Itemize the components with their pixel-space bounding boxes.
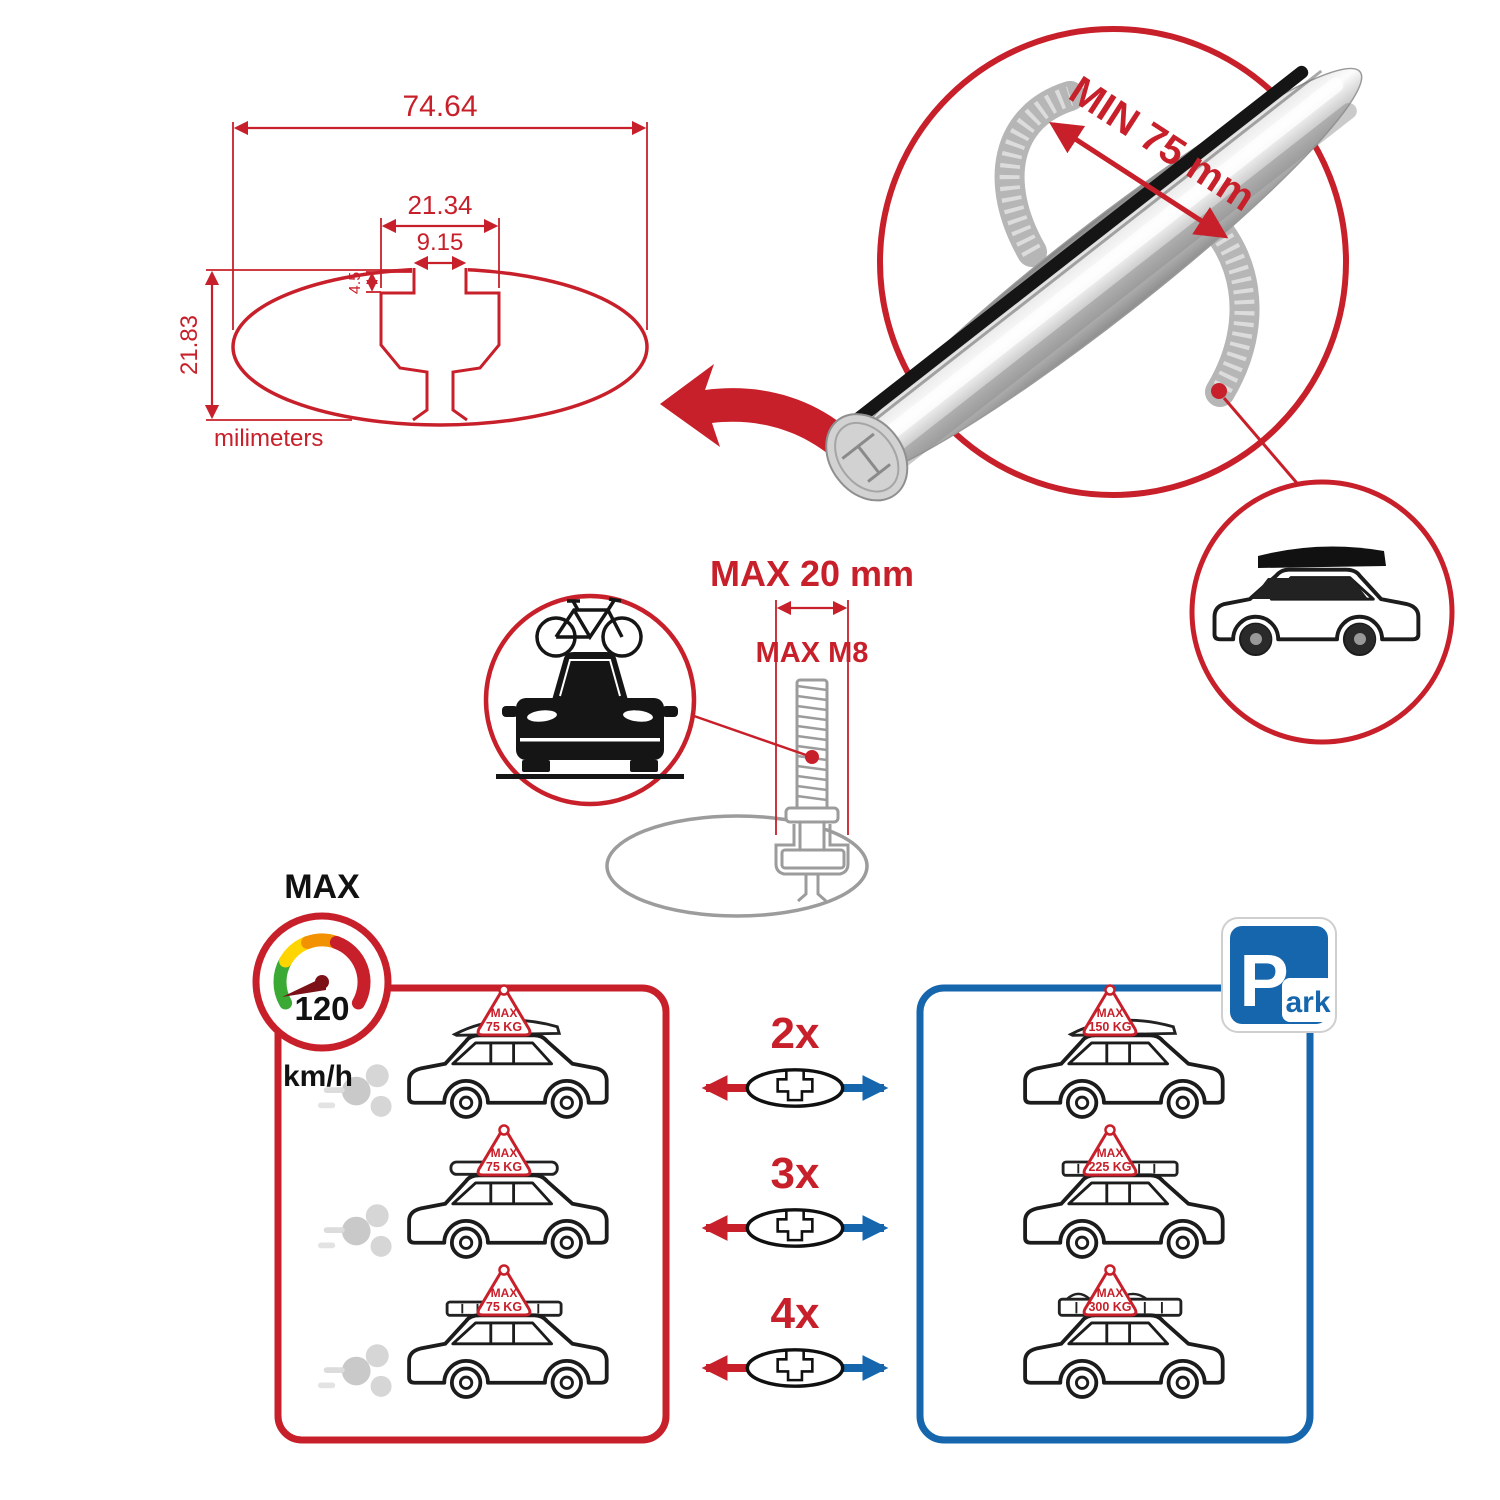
leader-line [1222,397,1310,497]
load-badge: MAX 225 KG [1082,1124,1138,1177]
speed-value: 120 [294,990,349,1027]
bike-icon [535,597,643,658]
park-sign: P ark [1221,917,1337,1033]
units-label: milimeters [214,425,323,452]
svg-text:MAX: MAX [1097,1146,1124,1160]
parking-panel: MAX 150 KG MAX 225 KG [916,984,1314,1444]
bolt-max-thread-label: MAX M8 [756,637,869,669]
svg-text:MAX: MAX [1097,1286,1124,1300]
driving-panel: MAX 75 KG MAX 75 KG MAX 75 [274,984,670,1444]
crossbar-profile-icon [745,1348,845,1388]
dim-ledge-width: 21.34 [407,190,472,220]
svg-text:225 KG: 225 KG [1088,1160,1131,1174]
svg-text:MAX: MAX [1097,1006,1124,1020]
bolt-max-depth-label: MAX 20 mm [710,553,914,594]
svg-text:MAX: MAX [491,1286,518,1300]
car-front-circle [483,593,697,807]
t-slot-right [451,268,501,422]
load-badge: MAX 75 KG [476,984,532,1037]
svg-text:75 KG: 75 KG [486,1160,522,1174]
crossbar-photo-circle: MIN 75 mm [825,26,1363,502]
profile-ellipse [231,267,649,427]
bolt-diagram: MAX 20 mm MAX M8 [605,553,914,918]
bolt-dot [805,750,819,764]
count-label: 2x [771,1009,820,1058]
speed-limit-gauge: MAX 120 km/h [252,868,392,1093]
load-badge: MAX 75 KG [476,1124,532,1177]
svg-text:75 KG: 75 KG [486,1300,522,1314]
load-badge: MAX 300 KG [1082,1264,1138,1317]
t-bolt-icon [780,678,846,870]
zoom-circle [877,26,1349,498]
dim-lip-depth: 4.5 [347,272,364,294]
dim-slot-width: 9.15 [417,229,464,256]
load-badge: MAX 150 KG [1082,984,1138,1037]
svg-text:75 KG: 75 KG [486,1020,522,1034]
crossbar-count-rows: 2x 3x 4x [701,1009,889,1388]
gauge-needle [282,976,326,997]
park-rest: ark [1285,986,1330,1019]
speed-max-label: MAX [284,868,360,906]
profile-ghost-ellipse [605,814,869,918]
count-label: 4x [771,1289,820,1338]
cross-section-drawing: 74.64 21.34 9.15 4.5 21.83 milimeters [176,90,649,452]
crossbar-profile-icon [745,1208,845,1248]
tape-end-dot [1211,383,1227,399]
suv-circle [1189,479,1455,745]
dim-height: 21.83 [176,315,203,375]
bolt-leader-line [693,714,807,757]
suv-windows [1252,578,1368,599]
speed-units: km/h [283,1060,353,1093]
svg-text:150 KG: 150 KG [1088,1020,1131,1034]
t-slot-left [379,268,429,422]
svg-text:MAX: MAX [491,1006,518,1020]
park-initial: P [1239,939,1288,1022]
roof-box-icon [1258,546,1386,568]
load-badge: MAX 75 KG [476,1264,532,1317]
svg-text:MAX: MAX [491,1146,518,1160]
svg-text:300 KG: 300 KG [1088,1300,1131,1314]
pointer-arrow-icon [660,364,866,468]
gauge-arc-icon [273,933,371,1010]
crossbar-profile-icon [745,1068,845,1108]
car-front-icon [496,652,684,779]
dim-overall-width: 74.64 [402,90,477,123]
count-label: 3x [771,1149,820,1198]
